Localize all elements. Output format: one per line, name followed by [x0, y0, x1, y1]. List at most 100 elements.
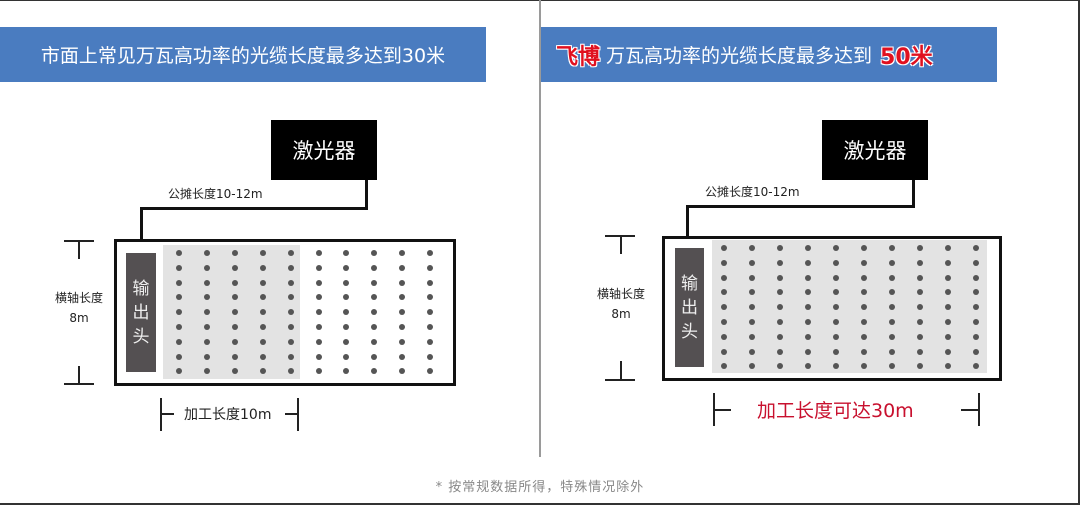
grid-dot	[399, 353, 406, 360]
grid-dot	[749, 289, 755, 296]
left-side-label: 横轴长度 8m	[44, 288, 114, 328]
right-length-arm-left	[713, 409, 731, 411]
grid-dot	[231, 338, 238, 345]
grid-dot	[889, 304, 895, 311]
grid-dot	[917, 304, 923, 311]
right-output-head-char: 输	[681, 273, 698, 294]
grid-dot	[721, 259, 727, 266]
grid-dot	[917, 319, 923, 325]
grid-dot	[427, 250, 434, 256]
grid-dot	[176, 338, 182, 345]
grid-dot	[945, 348, 951, 355]
grid-dot	[973, 304, 979, 311]
grid-dot	[721, 245, 727, 251]
grid-dot	[777, 289, 783, 296]
right-side-label-line2: 8m	[611, 307, 631, 321]
footnote: * 按常规数据所得，特殊情况除外	[435, 480, 645, 495]
grid-dot	[231, 279, 238, 286]
grid-dot	[945, 319, 951, 325]
grid-dot	[371, 324, 378, 330]
grid-dot	[287, 368, 294, 375]
right-banner-text: 万瓦高功率的光缆长度最多达到	[606, 45, 873, 67]
right-banner-highlight: 50米	[880, 44, 933, 70]
left-cable-label: 公摊长度10-12m	[168, 187, 263, 201]
grid-dot	[917, 348, 923, 355]
grid-dot	[861, 319, 867, 325]
grid-dot	[917, 289, 923, 296]
grid-dot	[889, 319, 895, 325]
grid-dot	[231, 368, 238, 375]
grid-dot	[287, 338, 294, 345]
grid-dot	[805, 289, 811, 296]
grid-dot	[721, 304, 727, 311]
right-processing-area	[712, 240, 987, 373]
grid-dot	[427, 264, 434, 271]
grid-dot	[805, 245, 811, 251]
left-output-head-char: 头	[132, 326, 150, 347]
grid-dot	[945, 363, 951, 370]
left-cable-vertical-2	[140, 207, 143, 255]
grid-dot	[203, 309, 210, 316]
grid-dot	[749, 259, 755, 266]
grid-dot	[371, 368, 378, 375]
grid-dot	[427, 279, 434, 286]
grid-dot	[861, 363, 867, 370]
grid-dot	[203, 338, 210, 345]
grid-dot	[945, 304, 951, 311]
left-cable-horizontal	[140, 207, 368, 210]
grid-dot	[203, 250, 210, 256]
grid-dot	[259, 309, 266, 316]
grid-dot	[231, 264, 238, 271]
grid-dot	[315, 264, 322, 271]
grid-dot	[861, 245, 867, 251]
grid-dot	[399, 324, 406, 330]
grid-dot	[889, 259, 895, 266]
grid-dot	[833, 259, 839, 266]
panel-divider	[539, 0, 541, 457]
grid-dot	[399, 264, 406, 271]
grid-dot	[259, 250, 266, 256]
grid-dot	[176, 309, 182, 316]
grid-dot	[861, 304, 867, 311]
grid-dot	[427, 338, 434, 345]
grid-dot	[176, 250, 182, 256]
grid-dot	[399, 279, 406, 286]
grid-dot	[231, 324, 238, 330]
grid-dot	[945, 245, 951, 251]
grid-dot	[399, 338, 406, 345]
grid-dot	[371, 294, 378, 301]
grid-dot	[945, 289, 951, 296]
grid-dot	[805, 274, 811, 281]
grid-dot	[889, 348, 895, 355]
left-side-tick-bottom	[64, 383, 94, 385]
grid-dot	[861, 259, 867, 266]
grid-dot	[749, 333, 755, 340]
grid-dot	[721, 348, 727, 355]
right-cable-label: 公摊长度10-12m	[705, 185, 800, 199]
grid-dot	[343, 353, 350, 360]
grid-dot	[203, 368, 210, 375]
grid-dot	[805, 259, 811, 266]
grid-dot	[259, 294, 266, 301]
right-banner: 飞博 万瓦高功率的光缆长度最多达到 50米	[541, 27, 997, 82]
right-side-tick-top-stem	[620, 235, 622, 254]
grid-dot	[945, 333, 951, 340]
grid-dot	[371, 338, 378, 345]
grid-dot	[231, 294, 238, 301]
grid-dot	[721, 274, 727, 281]
right-length-arm-right	[961, 409, 979, 411]
grid-dot	[371, 353, 378, 360]
grid-dot	[287, 309, 294, 316]
grid-dot	[805, 333, 811, 340]
brand-name: 飞博	[556, 44, 601, 70]
grid-dot	[231, 250, 238, 256]
grid-dot	[889, 274, 895, 281]
grid-dot	[749, 348, 755, 355]
grid-dot	[777, 304, 783, 311]
grid-dot	[203, 264, 210, 271]
grid-dot	[315, 279, 322, 286]
grid-dot	[343, 294, 350, 301]
grid-dot	[287, 250, 294, 256]
grid-dot	[399, 294, 406, 301]
grid-dot	[343, 264, 350, 271]
